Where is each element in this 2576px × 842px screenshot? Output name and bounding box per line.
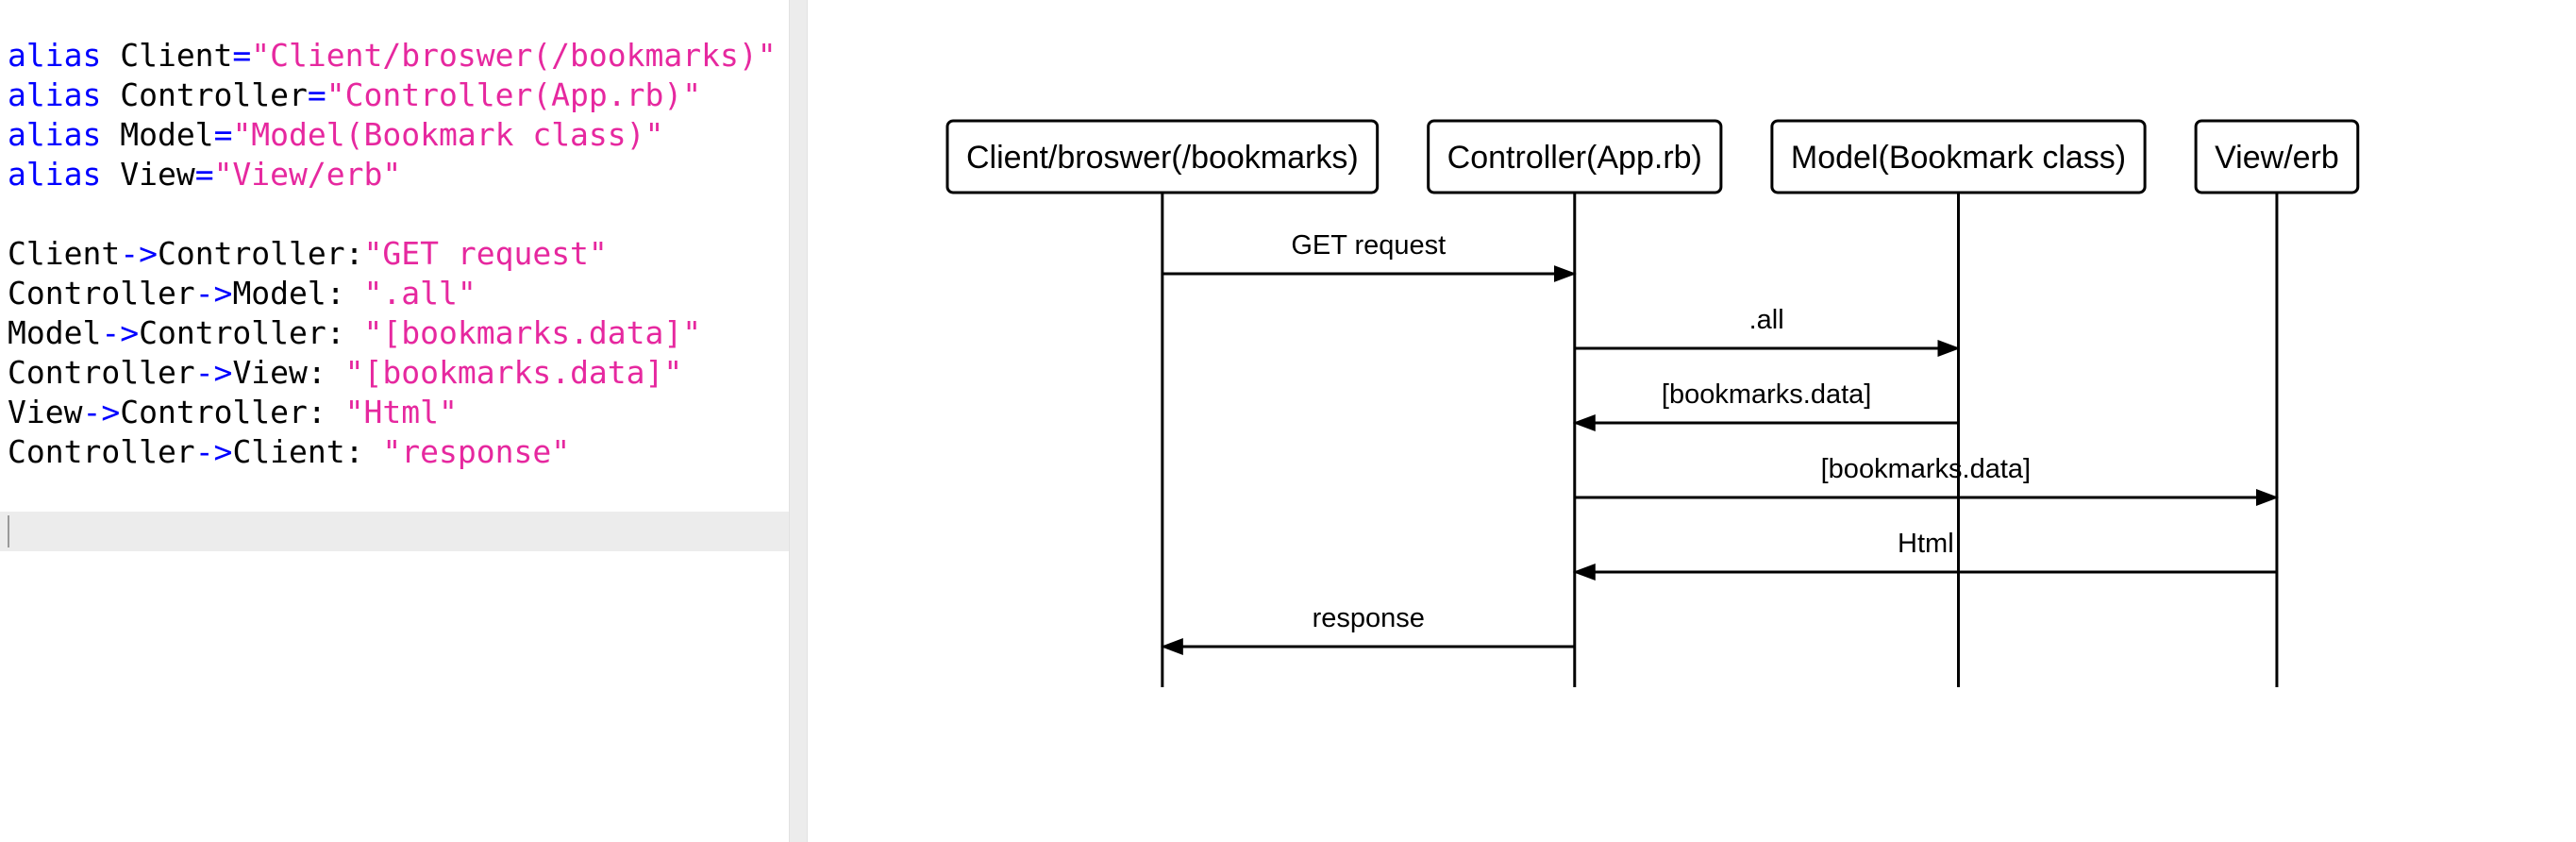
message-controller-to-client: response (1160, 603, 1575, 655)
message-label: [bookmarks.data] (1821, 454, 2031, 484)
message-label: .all (1749, 305, 1784, 335)
code-token-id: Controller (8, 354, 195, 391)
code-line (8, 194, 777, 234)
code-token-str: "Html" (344, 394, 458, 430)
code-token-str: "[bookmarks.data]" (363, 314, 702, 351)
sequence-diagram: GET request .all [bookmarks.data] [bookmark… (945, 119, 2360, 687)
code-token-op: -> (194, 354, 233, 391)
code-line: alias View="View/erb" (8, 155, 777, 194)
code-token-op: = (307, 76, 326, 113)
actor-label: Controller(App.rb) (1447, 140, 1702, 176)
code-token-str: "View/erb" (213, 156, 402, 193)
code-token-id: Controller: (120, 394, 345, 430)
message-label: Html (1898, 529, 1954, 559)
code-token-str: "Client/broswer(/bookmarks)" (251, 37, 777, 74)
code-token-op: = (194, 156, 214, 193)
code-token-id: Client: (232, 433, 383, 470)
code-token-str: "Controller(App.rb)" (326, 76, 702, 113)
message-model-to-controller: [bookmarks.data] (1572, 379, 1959, 431)
code-token-str: "response" (382, 433, 571, 470)
code-line: Controller->View: "[bookmarks.data]" (8, 353, 777, 393)
actor-box (1770, 119, 2147, 194)
code-token-id: Model: (232, 275, 364, 312)
actor-view: View/erb (2194, 119, 2360, 194)
code-token-str: "GET request" (363, 235, 608, 272)
message-label: response (1313, 603, 1425, 633)
actor-box (1427, 119, 1723, 194)
code-token-id: Client (8, 235, 121, 272)
actor-client: Client/broswer(/bookmarks) (945, 119, 1380, 194)
code-token-op: -> (101, 314, 140, 351)
code-token-op: -> (82, 394, 121, 430)
code-line: alias Client="Client/broswer(/bookmarks)… (8, 36, 777, 76)
actor-box (945, 119, 1380, 194)
code-line: Controller->Client: "response" (8, 432, 777, 472)
code-line: Controller->Model: ".all" (8, 274, 777, 313)
code-token-id: Model (101, 116, 214, 153)
code-token-id: Controller: (139, 314, 364, 351)
code-token-id: View (101, 156, 195, 193)
code-editor[interactable]: alias Client="Client/broswer(/bookmarks)… (0, 0, 789, 842)
code-token-id: Model (8, 314, 102, 351)
message-controller-to-model: .all (1574, 305, 1961, 357)
code-line: alias Model="Model(Bookmark class)" (8, 115, 777, 155)
code-token-kw: alias (8, 116, 102, 153)
code-line: Model->Controller: "[bookmarks.data]" (8, 313, 777, 353)
code-token-id: Client (101, 37, 233, 74)
code-content[interactable]: alias Client="Client/broswer(/bookmarks)… (8, 36, 777, 472)
actor-controller: Controller(App.rb) (1427, 119, 1723, 194)
actor-label: View/erb (2215, 140, 2339, 176)
code-token-op: -> (120, 235, 158, 272)
code-token-kw: alias (8, 76, 102, 113)
message-client-to-controller: GET request (1162, 230, 1577, 282)
current-line-highlight (0, 512, 789, 551)
diagram-preview: GET request .all [bookmarks.data] [bookmark… (808, 0, 2576, 842)
code-token-id: Controller: (157, 235, 364, 272)
code-token-str: "Model(Bookmark class)" (232, 116, 664, 153)
code-line: View->Controller: "Html" (8, 393, 777, 432)
code-token-op: = (213, 116, 233, 153)
code-line: alias Controller="Controller(App.rb)" (8, 76, 777, 115)
actor-label: Model(Bookmark class) (1791, 140, 2126, 176)
code-token-str: ".all" (363, 275, 477, 312)
message-label: GET request (1291, 230, 1446, 261)
code-token-id: Controller (8, 433, 195, 470)
actor-model: Model(Bookmark class) (1770, 119, 2147, 194)
pane-splitter[interactable] (789, 0, 808, 842)
code-token-op: = (232, 37, 252, 74)
code-token-op: -> (194, 275, 233, 312)
code-token-id: View (8, 394, 83, 430)
code-token-op: -> (194, 433, 233, 470)
actor-box (2194, 119, 2360, 194)
actor-label: Client/broswer(/bookmarks) (966, 140, 1359, 176)
code-token-kw: alias (8, 156, 102, 193)
code-token-id: View: (232, 354, 345, 391)
text-cursor (8, 515, 9, 547)
message-label: [bookmarks.data] (1662, 379, 1871, 410)
code-token-id: Controller (101, 76, 308, 113)
code-token-id: Controller (8, 275, 195, 312)
message-controller-to-view: [bookmarks.data] (1574, 454, 2279, 506)
message-view-to-controller: Html (1572, 529, 2277, 581)
code-token-str: "[bookmarks.data]" (344, 354, 683, 391)
code-token-kw: alias (8, 37, 102, 74)
code-line: Client->Controller:"GET request" (8, 234, 777, 274)
